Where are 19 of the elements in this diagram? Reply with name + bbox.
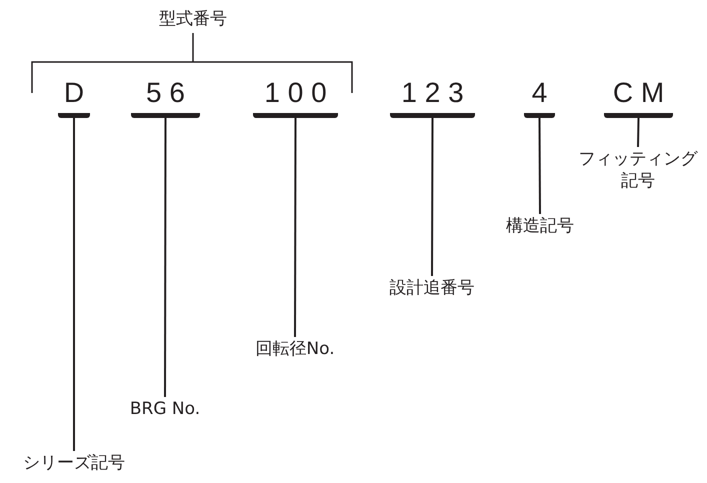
part-label: 構造記号 [495,215,585,237]
code-segment: 1 0 0 [253,78,338,118]
code-segment: C M [604,78,673,118]
leader-line [431,118,434,276]
part-label: 設計追番号 [382,277,482,299]
code-segment: D [58,78,90,118]
leader-line [73,118,75,451]
leader-line [637,118,640,148]
code-segment: 1 2 3 [390,78,475,118]
code-segment: 5 6 [131,78,200,118]
part-label: フィッティング記号 [576,148,700,192]
part-label: BRG No. [120,398,210,420]
leader-line [538,118,541,214]
code-segment: 4 [524,78,555,118]
part-label: 回転径No. [240,338,350,360]
group-label: 型式番号 [158,8,228,30]
part-label: シリーズ記号 [9,452,139,474]
leader-line [294,118,296,337]
leader-line [164,118,166,397]
